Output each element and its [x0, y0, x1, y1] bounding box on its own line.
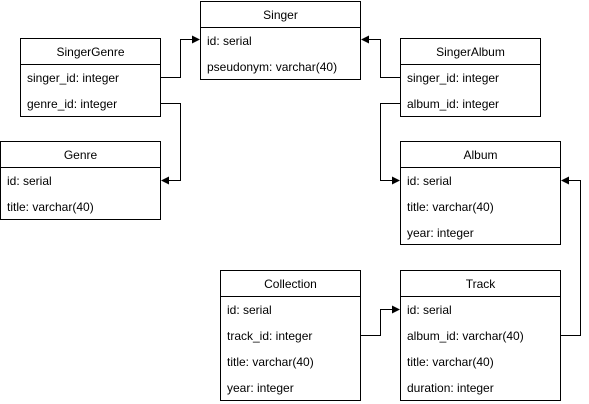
- field-row: album_id: integer: [407, 97, 500, 111]
- entity-genre[interactable]: Genre id: serial title: varchar(40): [0, 141, 161, 220]
- entity-title: Track: [401, 271, 560, 297]
- field-row: singer_id: integer: [407, 71, 500, 85]
- entity-album[interactable]: Album id: serial title: varchar(40) year…: [400, 141, 561, 245]
- entity-singer[interactable]: Singer id: serial pseudonym: varchar(40): [200, 1, 361, 80]
- field-row: singer_id: integer: [27, 71, 120, 85]
- entity-collection[interactable]: Collection id: serial track_id: integer …: [220, 270, 361, 401]
- field-row: duration: integer: [407, 381, 494, 395]
- connector-singeralbum-singer: [361, 35, 401, 78]
- field-row: id: serial: [407, 174, 452, 188]
- connector-track-album: [560, 176, 581, 336]
- field-row: id: serial: [207, 34, 252, 48]
- field-row: id: serial: [227, 303, 272, 317]
- entity-title: Singer: [201, 2, 360, 28]
- field-row: pseudonym: varchar(40): [207, 60, 338, 74]
- field-row: title: varchar(40): [407, 200, 494, 214]
- connector-singergenre-singer: [160, 35, 200, 78]
- connector-singeralbum-album: [380, 103, 401, 185]
- field-row: title: varchar(40): [407, 355, 494, 369]
- entity-title: Album: [401, 142, 560, 168]
- entity-title: SingerAlbum: [401, 39, 540, 65]
- entity-singergenre[interactable]: SingerGenre singer_id: integer genre_id:…: [20, 38, 161, 117]
- field-row: year: integer: [227, 381, 294, 395]
- entity-title: Collection: [221, 271, 360, 297]
- field-row: year: integer: [407, 226, 474, 240]
- field-row: title: varchar(40): [7, 200, 94, 214]
- field-row: album_id: varchar(40): [407, 329, 524, 343]
- field-row: track_id: integer: [227, 329, 313, 343]
- field-row: genre_id: integer: [27, 97, 118, 111]
- entity-title: Genre: [1, 142, 160, 168]
- connector-singergenre-genre: [160, 103, 181, 185]
- connector-collection-track: [360, 305, 400, 336]
- entity-track[interactable]: Track id: serial album_id: varchar(40) t…: [400, 270, 561, 401]
- field-row: id: serial: [7, 174, 52, 188]
- entity-title: SingerGenre: [21, 39, 160, 65]
- field-row: id: serial: [407, 303, 452, 317]
- field-row: title: varchar(40): [227, 355, 314, 369]
- entity-singeralbum[interactable]: SingerAlbum singer_id: integer album_id:…: [400, 38, 541, 117]
